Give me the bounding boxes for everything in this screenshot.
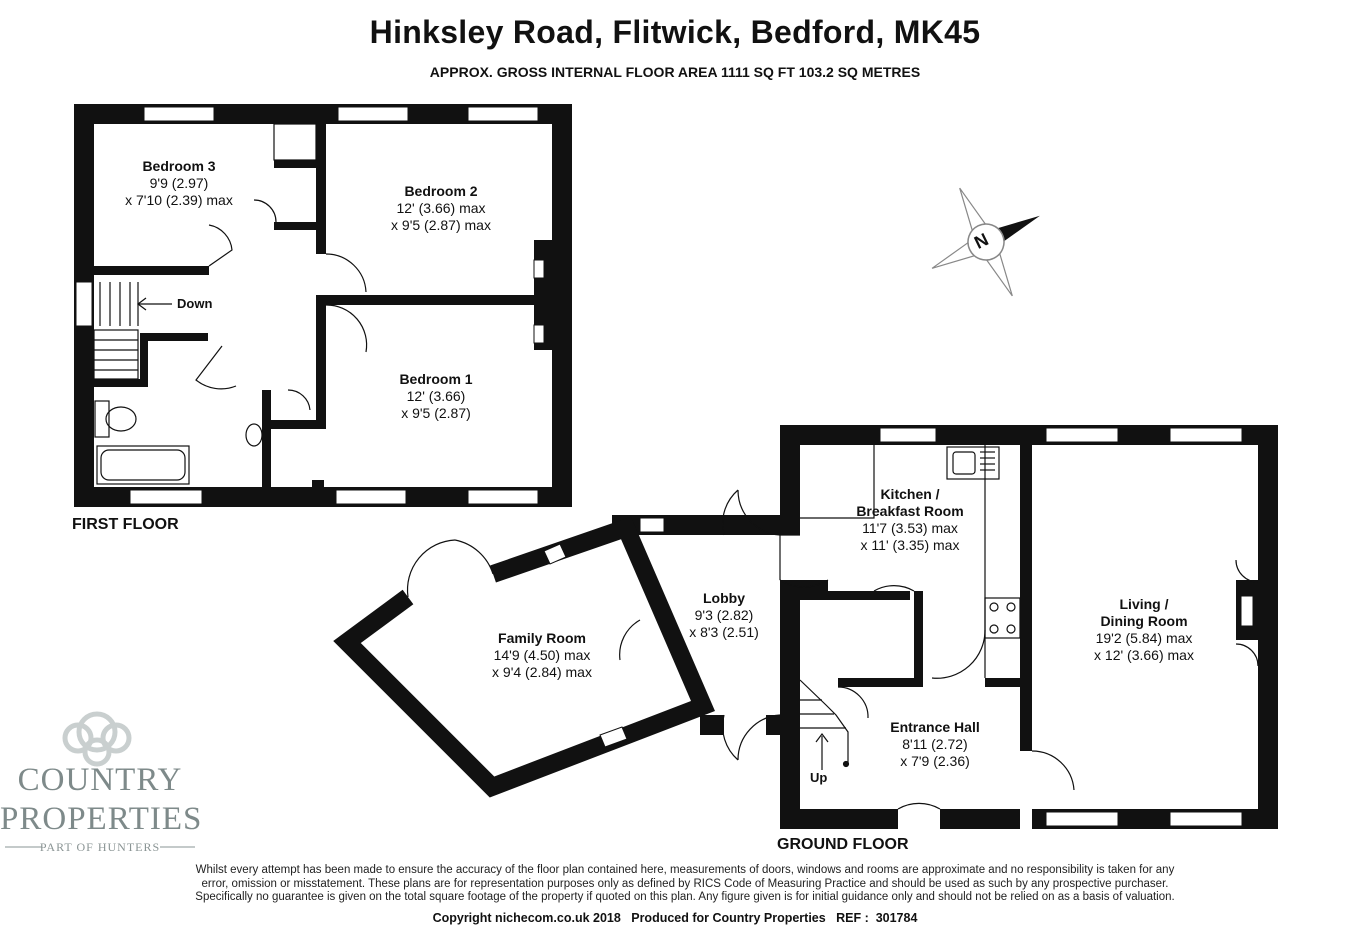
room-dimension: 8'11 (2.72)	[902, 736, 968, 752]
room-name: Entrance Hall	[890, 719, 980, 735]
logo-text-part-of: PART OF HUNTERS	[39, 840, 161, 854]
first-floor-label: FIRST FLOOR	[72, 516, 179, 533]
room-family: Family Room 14'9 (4.50) max x 9'4 (2.84)…	[462, 630, 622, 681]
room-dimension: x 9'4 (2.84) max	[492, 664, 592, 680]
logo-text-properties: PROPERTIES	[0, 801, 203, 837]
room-dimension: 19'2 (5.84) max	[1095, 630, 1193, 646]
room-dimension: 12' (3.66)	[406, 388, 466, 404]
disclaimer: Whilst every attempt has been made to en…	[140, 864, 1230, 905]
room-name: Living / Dining Room	[1100, 596, 1188, 629]
logo-text-country: COUNTRY	[17, 762, 183, 798]
room-dimension: 9'3 (2.82)	[694, 607, 754, 623]
room-dimension: x 9'5 (2.87)	[401, 405, 471, 421]
compass-rose	[931, 187, 1040, 297]
room-dimension: x 12' (3.66) max	[1094, 647, 1194, 663]
room-dimension: x 8'3 (2.51)	[689, 624, 759, 640]
family-room-walls	[333, 516, 715, 798]
room-bedroom-1: Bedroom 1 12' (3.66) x 9'5 (2.87)	[356, 371, 516, 422]
room-dimension: x 7'9 (2.36)	[900, 753, 970, 769]
disclaimer-line: error, omission or misstatement. These p…	[201, 877, 1169, 890]
room-dimension: x 11' (3.35) max	[860, 537, 960, 553]
first-floor-fixtures	[93, 123, 368, 485]
logo-emblem	[62, 711, 132, 767]
ground-floor-windows	[543, 427, 1254, 827]
room-name: Bedroom 2	[404, 183, 478, 199]
disclaimer-line: Specifically no guarantee is given on th…	[195, 891, 1175, 903]
room-name: Lobby	[703, 590, 745, 606]
floor-area-subtitle: APPROX. GROSS INTERNAL FLOOR AREA 1111 S…	[429, 64, 921, 80]
room-bedroom-3: Bedroom 3 9'9 (2.97) x 7'10 (2.39) max	[104, 158, 254, 209]
room-kitchen: Kitchen / Breakfast Room 11'7 (3.53) max…	[830, 486, 990, 554]
room-lobby: Lobby 9'3 (2.82) x 8'3 (2.51)	[664, 590, 784, 641]
room-dimension: 9'9 (2.97)	[149, 175, 209, 191]
room-dimension: 11'7 (3.53) max	[862, 520, 958, 536]
disclaimer-line: Whilst every attempt has been made to en…	[195, 864, 1175, 876]
room-entrance-hall: Entrance Hall 8'11 (2.72) x 7'9 (2.36)	[860, 719, 1010, 770]
room-living-dining: Living / Dining Room 19'2 (5.84) max x 1…	[1064, 596, 1224, 664]
ground-floor-fixtures	[406, 445, 1259, 810]
room-dimension: x 7'10 (2.39) max	[125, 192, 233, 208]
room-name: Bedroom 3	[142, 158, 216, 174]
copyright-line: Copyright nichecom.co.uk 2018 Produced f…	[432, 911, 918, 925]
first-floor-windows	[75, 106, 545, 505]
room-name: Family Room	[498, 630, 586, 646]
room-name: Kitchen / Breakfast Room	[856, 486, 964, 519]
stairs-up-label: Up	[810, 770, 828, 785]
room-bedroom-2: Bedroom 2 12' (3.66) max x 9'5 (2.87) ma…	[356, 183, 526, 234]
room-name: Bedroom 1	[399, 371, 473, 387]
room-dimension: 14'9 (4.50) max	[493, 647, 591, 663]
property-title: Hinksley Road, Flitwick, Bedford, MK45	[369, 14, 981, 50]
room-dimension: 12' (3.66) max	[396, 200, 486, 216]
stairs-down-label: Down	[177, 296, 213, 311]
room-dimension: x 9'5 (2.87) max	[391, 217, 491, 233]
ground-floor-label: GROUND FLOOR	[777, 836, 909, 853]
